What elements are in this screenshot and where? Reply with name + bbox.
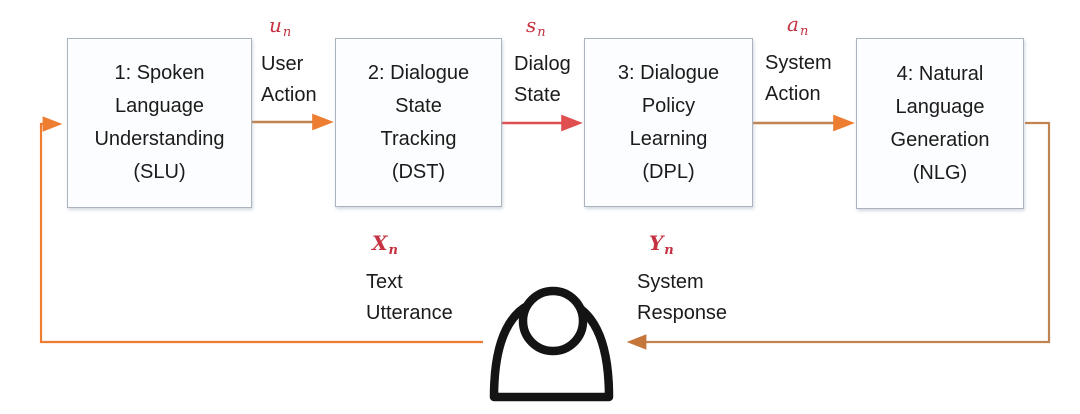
box-dpl-label: 3: Dialogue Policy Learning (DPL) bbox=[617, 61, 720, 183]
label-caption: User Action bbox=[261, 53, 317, 106]
math-subscript: n bbox=[537, 25, 546, 40]
label-caption: System Response bbox=[637, 271, 728, 324]
math-symbol-s: sn bbox=[526, 13, 546, 40]
math-symbol-a: an bbox=[787, 12, 809, 39]
math-symbol-x: Xn bbox=[372, 231, 398, 258]
label-caption: Text Utterance bbox=[366, 271, 453, 324]
math-subscript: n bbox=[799, 24, 809, 39]
box-dst-label: 2: Dialogue State Tracking (DST) bbox=[367, 61, 470, 183]
box-nlg: 4: Natural Language Generation (NLG) bbox=[856, 38, 1024, 209]
person-icon bbox=[489, 286, 614, 402]
math-subscript: n bbox=[664, 243, 674, 258]
math-subscript: n bbox=[282, 25, 292, 40]
label-dialog-state: sn Dialog State bbox=[514, 12, 571, 111]
label-caption: Dialog State bbox=[514, 53, 571, 106]
box-nlg-label: 4: Natural Language Generation (NLG) bbox=[890, 62, 990, 184]
box-slu-label: 1: Spoken Language Understanding (SLU) bbox=[94, 62, 225, 183]
person-head bbox=[518, 286, 588, 356]
label-text-utterance: Xn Text Utterance bbox=[366, 230, 453, 329]
box-slu: 1: Spoken Language Understanding (SLU) bbox=[67, 38, 252, 208]
box-dpl: 3: Dialogue Policy Learning (DPL) bbox=[584, 38, 753, 207]
loop-nlg-to-user bbox=[626, 121, 1051, 350]
math-symbol-y: Yn bbox=[649, 231, 674, 258]
label-caption: System Action bbox=[765, 52, 832, 105]
box-dst: 2: Dialogue State Tracking (DST) bbox=[335, 38, 502, 207]
label-system-response: Yn System Response bbox=[637, 230, 727, 329]
math-symbol-u: un bbox=[269, 13, 292, 40]
loop-user-to-slu bbox=[39, 116, 483, 344]
label-system-action: an System Action bbox=[765, 11, 832, 110]
label-user-action: un User Action bbox=[261, 12, 317, 111]
math-subscript: n bbox=[388, 243, 398, 258]
